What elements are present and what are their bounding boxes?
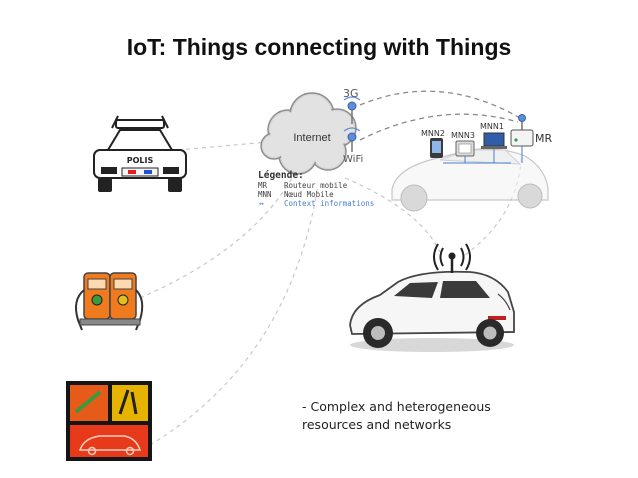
car-rear-window xyxy=(440,281,490,298)
fuel-pump-illustration xyxy=(75,272,144,331)
bullet-line-2: resources and networks xyxy=(302,417,452,432)
svg-text:POLIS: POLIS xyxy=(127,156,154,165)
mobile-router-icon xyxy=(510,114,534,147)
car-antenna-icon xyxy=(433,243,471,273)
internet-cloud: Internet xyxy=(260,92,357,175)
legend-key-mnn: MNN xyxy=(258,190,272,199)
tools-to-cloud-line xyxy=(149,184,319,446)
car-front-window xyxy=(394,282,438,298)
bullet-line-1: - Complex and heterogeneous xyxy=(302,399,491,414)
wrench-icon xyxy=(118,389,138,415)
legend-value-context: Context informations xyxy=(284,199,374,208)
node-label-mnn1: MNN1 xyxy=(480,122,504,131)
legend: Légende: MR Routeur mobile MNN Nœud Mobi… xyxy=(258,170,374,208)
connected-car-illustration xyxy=(349,243,515,352)
wifi-antenna-icon xyxy=(343,127,361,152)
screwdriver-icon xyxy=(74,390,102,414)
tablet-icon xyxy=(455,140,475,157)
bullet-text: - Complex and heterogeneous resources an… xyxy=(302,398,542,434)
faded-car-wheel-front xyxy=(400,184,428,212)
connection-lines xyxy=(139,141,523,446)
in-car-links xyxy=(443,146,523,164)
node-label-mnn2: MNN2 xyxy=(421,129,445,138)
wifi-label: WiFi xyxy=(343,154,363,165)
cloud-label: Internet xyxy=(293,132,330,144)
legend-heading: Légende: xyxy=(258,170,304,181)
wifi-to-router-link xyxy=(359,113,519,141)
connected-car-network xyxy=(391,148,549,212)
3g-antenna-icon xyxy=(343,96,361,124)
slide-title: IoT: Things connecting with Things xyxy=(126,34,512,60)
legend-value-mr: Routeur mobile xyxy=(284,181,348,190)
police-to-cloud-line xyxy=(177,141,269,151)
node-labels: MNN2 MNN3 MNN1 MR xyxy=(421,122,552,145)
legend-value-mnn: Nœud Mobile xyxy=(284,190,334,199)
mobile-phone-icon xyxy=(430,138,443,158)
car-outline-icon xyxy=(78,435,142,451)
node-label-mnn3: MNN3 xyxy=(451,131,475,140)
radio-links xyxy=(359,90,521,141)
faded-car-wheel-rear xyxy=(517,183,543,209)
3g-label: 3G xyxy=(343,87,359,100)
car-service-tile xyxy=(66,381,152,461)
police-car-illustration: POLIS xyxy=(93,115,187,192)
laptop-icon xyxy=(481,132,507,149)
legend-key-context: ↔ xyxy=(259,199,264,208)
cloud-to-car-line xyxy=(344,177,441,253)
legend-key-mr: MR xyxy=(258,181,268,190)
fuel-to-cloud-line xyxy=(139,177,293,299)
3g-to-router-link xyxy=(359,90,521,119)
router-label: MR xyxy=(535,132,552,145)
